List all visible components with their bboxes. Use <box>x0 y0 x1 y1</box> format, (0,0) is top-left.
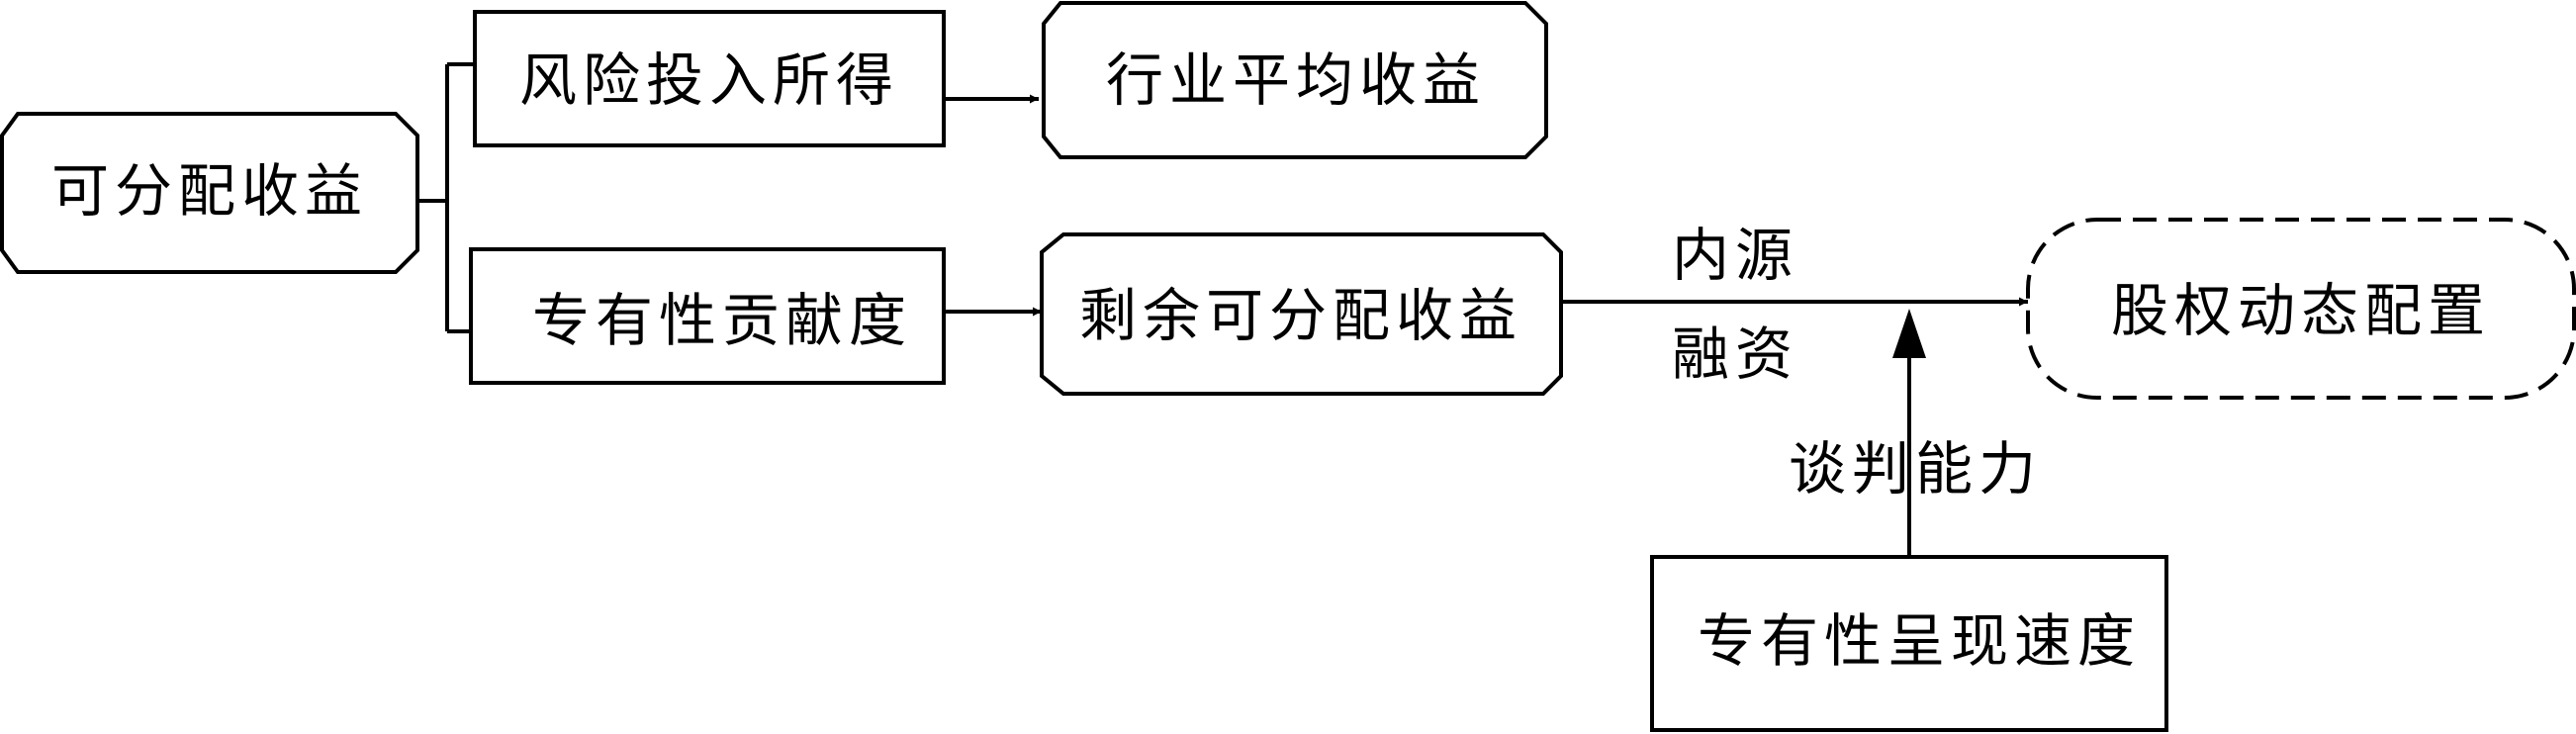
node-exclusivity-speed: 专有性呈现速度 <box>1650 555 2168 732</box>
node-equity-dynamic-allocation-label: 股权动态配置 <box>2111 277 2491 344</box>
arrow-speed-to-main-line <box>1892 309 1926 557</box>
node-distributable-income-label: 可分配收益 <box>51 157 368 225</box>
node-exclusive-contribution: 专有性贡献度 <box>469 247 946 385</box>
node-risk-input-income-label: 风险投入所得 <box>519 46 899 114</box>
node-residual-income: 剩余可分配收益 <box>1040 232 1563 396</box>
node-distributable-income: 可分配收益 <box>0 112 419 274</box>
node-industry-average-income: 行业平均收益 <box>1042 0 1548 159</box>
node-industry-average-income-label: 行业平均收益 <box>1106 46 1486 114</box>
label-financing: 融资 <box>1672 321 1798 388</box>
label-internal: 内源 <box>1672 222 1798 289</box>
node-risk-input-income: 风险投入所得 <box>473 10 946 147</box>
node-equity-dynamic-allocation: 股权动态配置 <box>2026 218 2576 400</box>
node-exclusivity-speed-label: 专有性呈现速度 <box>1698 607 2141 675</box>
node-residual-income-label: 剩余可分配收益 <box>1079 282 1522 349</box>
branch-bracket <box>417 62 475 333</box>
node-exclusive-contribution-label: 专有性贡献度 <box>532 287 912 354</box>
label-negotiation: 谈判能力 <box>1789 435 2042 503</box>
